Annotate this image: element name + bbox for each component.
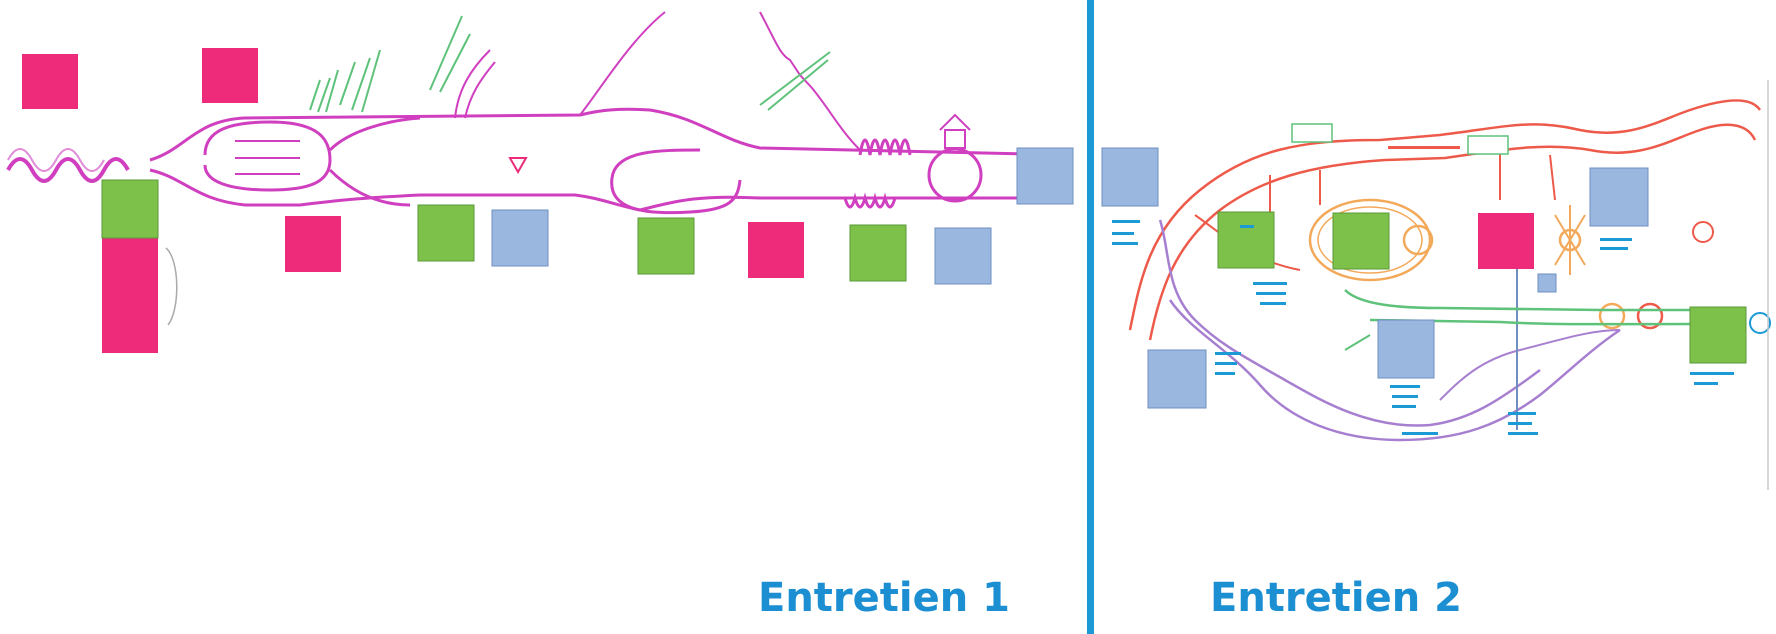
sticky-note — [22, 54, 78, 109]
green-sticky-notes-2 — [1217, 211, 1747, 364]
blue-sticky-notes — [491, 147, 1074, 285]
blue-node — [1749, 312, 1771, 334]
sticky-note — [101, 179, 159, 239]
sticky-note — [748, 222, 804, 278]
sticky-note — [637, 217, 695, 275]
sticky-note — [417, 204, 475, 262]
red-path — [1269, 150, 1556, 215]
sticky-note — [285, 216, 341, 272]
loop-path — [610, 148, 742, 215]
interview-2-caption: Entretien 2 — [1210, 575, 1462, 621]
purple-path — [1168, 299, 1621, 442]
section-divider — [1087, 0, 1094, 634]
sticky-note — [849, 224, 907, 282]
sticky-note — [202, 48, 258, 103]
red-path — [1128, 99, 1762, 331]
sticky-note — [102, 238, 158, 353]
orange-loop — [1317, 206, 1423, 274]
blue-annotations — [1112, 220, 1734, 435]
sticky-note — [1537, 273, 1557, 293]
orange-node — [1402, 224, 1434, 256]
pink-sticky-notes — [22, 48, 804, 353]
sticky-note — [1101, 147, 1159, 207]
main-path — [149, 168, 1070, 212]
wavy-path — [6, 157, 130, 183]
wavy-path — [7, 148, 105, 172]
house-shape — [944, 129, 966, 149]
green-path — [1344, 289, 1700, 312]
main-path — [149, 107, 1071, 162]
green-path — [1369, 318, 1701, 326]
branch-path — [328, 168, 411, 207]
coil-path — [843, 192, 897, 209]
red-annotations — [1388, 146, 1460, 149]
branch-path — [464, 61, 496, 119]
orange-loop — [1308, 198, 1432, 282]
sticky-note — [1377, 319, 1435, 379]
sticky-note — [1016, 147, 1074, 205]
green-sticky-notes — [101, 179, 907, 282]
label-box — [1467, 135, 1509, 155]
sticky-note — [1589, 167, 1649, 227]
loop-path — [203, 120, 332, 192]
destination-circle — [927, 147, 983, 203]
mountain-path — [579, 11, 861, 151]
interview-2-map — [1101, 80, 1771, 490]
purple-path — [1439, 329, 1621, 401]
blue-sticky-notes-2 — [1101, 147, 1649, 409]
red-node — [1692, 221, 1714, 243]
sticky-note — [1147, 349, 1207, 409]
sticky-note — [491, 209, 549, 267]
coil-path — [858, 138, 912, 156]
sticky-note — [1332, 212, 1390, 270]
red-node — [1636, 302, 1664, 330]
sticky-note — [1478, 213, 1534, 269]
label-box — [1291, 123, 1333, 143]
branch-path — [454, 49, 491, 119]
branch-path — [328, 116, 421, 152]
sticky-note — [1217, 211, 1275, 269]
interview-1-map — [6, 11, 1074, 353]
sticky-note — [934, 227, 992, 285]
sticky-note — [1689, 306, 1747, 364]
yield-triangle-icon — [508, 157, 528, 175]
interview-1-caption: Entretien 1 — [758, 575, 1010, 621]
purple-path — [1158, 219, 1541, 427]
orange-node — [1598, 302, 1626, 330]
green-annotations — [309, 15, 831, 113]
